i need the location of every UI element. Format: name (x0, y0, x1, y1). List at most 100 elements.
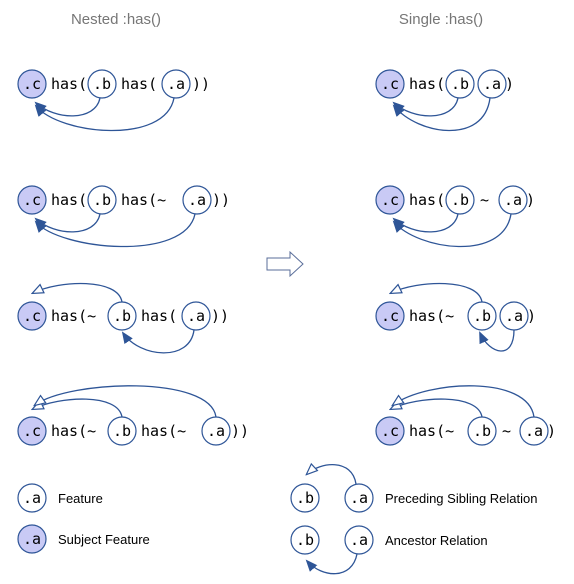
has-token: has( (51, 191, 87, 209)
node-label-a: .a (167, 75, 185, 93)
node-label-b: .b (296, 531, 314, 549)
node-label-a: .a (188, 191, 206, 209)
node-label-b: .b (451, 75, 469, 93)
node-label-c: .c (381, 422, 399, 440)
legend-sibling-node-a (344, 483, 374, 513)
preceding-sibling-edge (33, 282, 123, 303)
feature-node-a (477, 69, 507, 99)
left-row-3: .c has(~ .b has( .a )) (17, 282, 229, 354)
subject-node-c (17, 69, 47, 99)
left-column-title: Nested :has() (71, 11, 161, 28)
node-label-c: .c (381, 307, 399, 325)
node-label-b: .b (473, 307, 491, 325)
ancestor-edge (305, 553, 358, 575)
has-token: has( (121, 75, 157, 93)
legend-feature-node (17, 483, 47, 513)
right-row-2: .c has( .b ~ .a ) (375, 185, 535, 248)
subject-node-c (375, 185, 405, 215)
subject-node-c (375, 416, 405, 446)
node-label-b: .b (93, 191, 111, 209)
legend-subject-node (17, 524, 47, 554)
node-label-a: .a (483, 75, 501, 93)
node-label-a: .a (504, 191, 522, 209)
node-label-c: .c (23, 422, 41, 440)
right-arrow-outline-icon (266, 250, 304, 278)
close-token: ) (547, 422, 556, 440)
feature-node-b (445, 69, 475, 99)
left-row-1: .c has( .b has( .a )) (17, 69, 210, 132)
has-token: has(~ (51, 422, 96, 440)
node-label-b: .b (296, 489, 314, 507)
node-label-a: .a (350, 531, 368, 549)
has-token: has(~ (409, 422, 454, 440)
has-token: has(~ (51, 307, 96, 325)
ancestor-edge (392, 213, 459, 233)
node-label-a: .a (505, 307, 523, 325)
right-column-title: Single :has() (399, 11, 483, 28)
ancestor-edge (34, 97, 101, 117)
feature-node-b (87, 69, 117, 99)
right-row-1: .c has( .b .a ) (375, 69, 514, 132)
right-row-4: .c has(~ .b ~ .a ) (375, 385, 556, 446)
has-token: has( (141, 307, 177, 325)
feature-node-a (161, 69, 191, 99)
feature-node-a (181, 301, 211, 331)
node-label-c: .c (381, 191, 399, 209)
ancestor-edge (121, 329, 195, 354)
close-token: )) (192, 75, 210, 93)
node-label-c: .c (23, 191, 41, 209)
node-label-b: .b (93, 75, 111, 93)
feature-node-a (182, 185, 212, 215)
node-label-a: .a (23, 530, 41, 548)
feature-node-b (87, 185, 117, 215)
legend-ancestor-node-b (290, 525, 320, 555)
subject-node-c (17, 301, 47, 331)
node-label-a: .a (23, 489, 41, 507)
feature-node-a (498, 185, 528, 215)
ancestor-edge (392, 97, 459, 117)
node-label-b: .b (113, 307, 131, 325)
has-token: has(~ (409, 307, 454, 325)
has-token: has(~ (121, 191, 166, 209)
node-label-c: .c (23, 75, 41, 93)
node-label-a: .a (207, 422, 225, 440)
ancestor-edge (392, 213, 512, 248)
preceding-sibling-edge (391, 398, 483, 418)
node-label-a: .a (187, 307, 205, 325)
has-token: has( (409, 191, 445, 209)
subject-node-c (375, 301, 405, 331)
subject-node-c (17, 185, 47, 215)
preceding-sibling-edge (35, 385, 217, 418)
preceding-sibling-edge (393, 385, 535, 418)
node-label-a: .a (525, 422, 543, 440)
close-token: ) (526, 191, 535, 209)
has-token: has( (409, 75, 445, 93)
node-label-c: .c (381, 75, 399, 93)
ancestor-edge (34, 97, 175, 132)
close-token: )) (231, 422, 249, 440)
node-label-a: .a (350, 489, 368, 507)
has-token: has( (51, 75, 87, 93)
legend-preceding-sibling-label: Preceding Sibling Relation (385, 491, 537, 506)
legend-subject-feature-label: Subject Feature (58, 532, 150, 547)
close-token: ) (527, 307, 536, 325)
node-label-c: .c (23, 307, 41, 325)
right-row-3: .c has(~ .b .a ) (375, 282, 536, 352)
subject-node-c (375, 69, 405, 99)
has-token: has(~ (141, 422, 186, 440)
subject-node-c (17, 416, 47, 446)
sibling-token: ~ (502, 422, 511, 440)
left-row-2: .c has( .b has(~ .a )) (17, 185, 230, 248)
legend-feature-label: Feature (58, 491, 103, 506)
sibling-token: ~ (480, 191, 489, 209)
preceding-sibling-edge (307, 465, 357, 485)
left-row-4: .c has(~ .b has(~ .a )) (17, 385, 249, 446)
node-label-b: .b (113, 422, 131, 440)
feature-node-b (445, 185, 475, 215)
legend: .a Feature .a Subject Feature .b .a Prec… (17, 465, 537, 575)
ancestor-edge (392, 97, 491, 132)
legend-ancestor-label: Ancestor Relation (385, 533, 488, 548)
node-label-b: .b (451, 191, 469, 209)
close-token: )) (212, 191, 230, 209)
